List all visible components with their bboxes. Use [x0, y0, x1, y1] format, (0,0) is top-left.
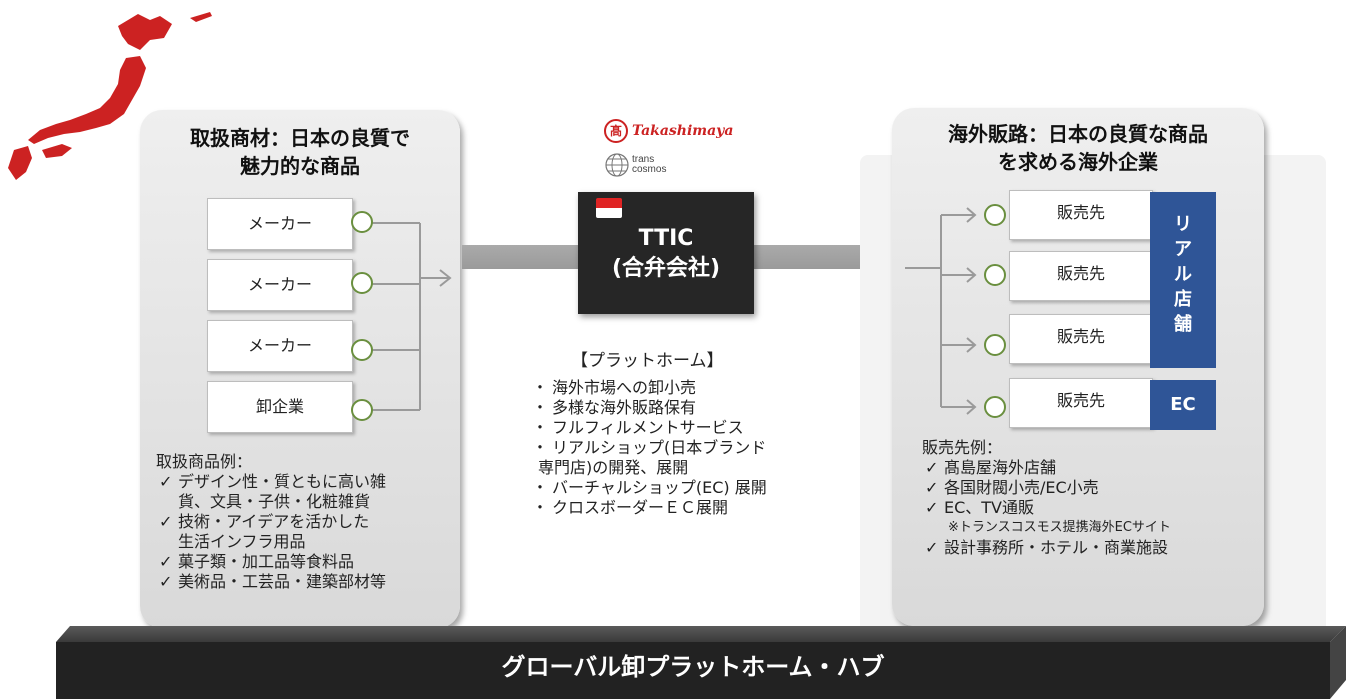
check-icon: ✓: [159, 512, 173, 531]
right-panel-title-line2: を求める海外企業: [998, 150, 1158, 174]
check-icon: ✓: [925, 478, 939, 497]
left-example-item: ✓ デザイン性・質ともに高い雑 貨、文具・子供・化粧雑貨: [156, 472, 456, 512]
source-box-maker-3: メーカー: [207, 320, 353, 372]
ttic-box: TTIC (合弁会社): [578, 192, 754, 314]
bullet-icon: ・: [532, 378, 549, 397]
real-store-char: ル: [1174, 264, 1192, 285]
platform-item-text: 専門店)の開発、展開: [538, 458, 689, 477]
check-icon: ✓: [925, 498, 939, 517]
right-examples-heading: 販売先例：: [922, 438, 1003, 457]
destination-box-2: 販売先: [1009, 251, 1153, 301]
left-example-text: 菓子類・加工品等食料品: [178, 552, 355, 571]
right-example-text: EC、TV通販: [944, 498, 1035, 517]
connector-circle: [984, 264, 1006, 286]
right-example-item: ✓ 髙島屋海外店舗: [922, 458, 1262, 478]
left-example-text: デザイン性・質ともに高い雑: [178, 472, 387, 491]
check-icon: ✓: [159, 552, 173, 571]
left-examples: 取扱商品例： ✓ デザイン性・質ともに高い雑 貨、文具・子供・化粧雑貨 ✓ 技術…: [156, 452, 456, 592]
bullet-icon: ・: [532, 478, 549, 497]
transcosmos-logo-line1: trans: [632, 154, 655, 165]
platform-heading: 【プラットホーム】: [571, 351, 724, 371]
connector-circle: [351, 211, 373, 233]
globe-icon: [605, 153, 629, 177]
right-connectors: [905, 207, 977, 415]
ttic-subtitle: (合弁会社): [611, 256, 721, 281]
platform-item-text: フルフィルメントサービス: [552, 418, 744, 437]
platform-list: ・ 海外市場への卸小売 ・ 多様な海外販路保有 ・ フルフィルメントサービス ・…: [532, 378, 828, 518]
right-example-text: ※トランスコスモス提携海外ECサイト: [948, 520, 1171, 535]
connector-circle: [351, 272, 373, 294]
ec-label: EC: [1150, 380, 1216, 430]
bullet-icon: ・: [532, 398, 549, 417]
left-connectors: [370, 222, 452, 411]
right-example-item: ✓ 各国財閥小売/EC小売: [922, 478, 1262, 498]
left-example-item: ✓ 美術品・工芸品・建築部材等: [156, 572, 456, 592]
left-examples-heading: 取扱商品例：: [156, 452, 253, 471]
left-example-text: 生活インフラ用品: [178, 532, 306, 551]
platform-item-text: 海外市場への卸小売: [552, 378, 697, 397]
right-example-item: ✓ EC、TV通販: [922, 498, 1262, 518]
platform-item: ・ フルフィルメントサービス: [532, 418, 828, 438]
bottom-bar-shape: [56, 626, 1346, 699]
platform-item-text: バーチャルショップ(EC) 展開: [552, 478, 767, 497]
bullet-icon: ・: [532, 418, 549, 437]
takashimaya-logo-text: Takashimaya: [632, 123, 734, 139]
transcosmos-logo-line2: cosmos: [632, 164, 667, 175]
real-store-char: 舗: [1174, 314, 1192, 335]
bullet-icon: ・: [532, 438, 549, 457]
real-store-char: 店: [1174, 289, 1192, 310]
destination-box-1: 販売先: [1009, 190, 1153, 240]
connector-circle: [984, 204, 1006, 226]
connector-circle: [984, 396, 1006, 418]
platform-item: ・ クロスボーダーＥＣ展開: [532, 498, 828, 518]
bullet-icon: ・: [532, 498, 549, 517]
connector-circle: [351, 399, 373, 421]
platform-item-text: リアルショップ(日本ブランド: [552, 438, 767, 457]
right-example-item: ✓ 設計事務所・ホテル・商業施設: [922, 538, 1262, 558]
right-example-text: 設計事務所・ホテル・商業施設: [944, 538, 1169, 557]
platform-item: ・ 多様な海外販路保有: [532, 398, 828, 418]
right-examples: 販売先例： ✓ 髙島屋海外店舗 ✓ 各国財閥小売/EC小売 ✓ EC、TV通販 …: [922, 438, 1262, 558]
platform-item: ・ バーチャルショップ(EC) 展開: [532, 478, 828, 498]
left-example-item: ✓ 菓子類・加工品等食料品: [156, 552, 456, 572]
real-store-char: ア: [1174, 239, 1192, 260]
left-example-item: ✓ 技術・アイデアを活かした 生活インフラ用品: [156, 512, 456, 552]
ttic-title: TTIC: [638, 226, 694, 251]
singapore-flag-icon: [596, 198, 622, 218]
right-panel-title-line1: 海外販路：日本の良質な商品: [948, 122, 1208, 146]
source-box-wholesaler: 卸企業: [207, 381, 353, 433]
platform-item-text: クロスボーダーＥＣ展開: [552, 498, 729, 517]
left-example-text: 技術・アイデアを活かした: [178, 512, 370, 531]
check-icon: ✓: [925, 538, 939, 557]
platform-item: ・ 海外市場への卸小売: [532, 378, 828, 398]
check-icon: ✓: [159, 572, 173, 591]
right-example-note: ※トランスコスモス提携海外ECサイト: [922, 518, 1262, 538]
transcosmos-logo: trans cosmos: [604, 150, 666, 180]
left-example-text: 美術品・工芸品・建築部材等: [178, 572, 387, 591]
platform-item: ・ リアルショップ(日本ブランド 専門店)の開発、展開: [532, 438, 828, 478]
destination-box-3: 販売先: [1009, 314, 1153, 364]
japan-map-icon: [8, 12, 212, 180]
source-box-maker-2: メーカー: [207, 259, 353, 311]
bottom-bar-label: グローバル卸プラットホーム・ハブ: [501, 653, 885, 681]
connector-circle: [984, 334, 1006, 356]
check-icon: ✓: [159, 472, 173, 491]
platform-item-text: 多様な海外販路保有: [552, 398, 697, 417]
right-example-text: 髙島屋海外店舗: [944, 458, 1057, 477]
destination-box-4: 販売先: [1009, 378, 1153, 428]
left-panel-title-line2: 魅力的な商品: [240, 154, 360, 178]
takashimaya-logo: 髙 Takashimaya: [604, 118, 733, 144]
real-store-char: リ: [1174, 214, 1192, 235]
source-box-maker-1: メーカー: [207, 198, 353, 250]
check-icon: ✓: [925, 458, 939, 477]
left-panel-title-line1: 取扱商材：日本の良質で: [190, 126, 410, 150]
real-store-label: リ ア ル 店 舗: [1150, 192, 1216, 368]
takashimaya-mark-icon: 髙: [604, 119, 628, 143]
connector-circle: [351, 339, 373, 361]
left-example-text: 貨、文具・子供・化粧雑貨: [178, 492, 371, 511]
right-example-text: 各国財閥小売/EC小売: [944, 478, 1099, 497]
